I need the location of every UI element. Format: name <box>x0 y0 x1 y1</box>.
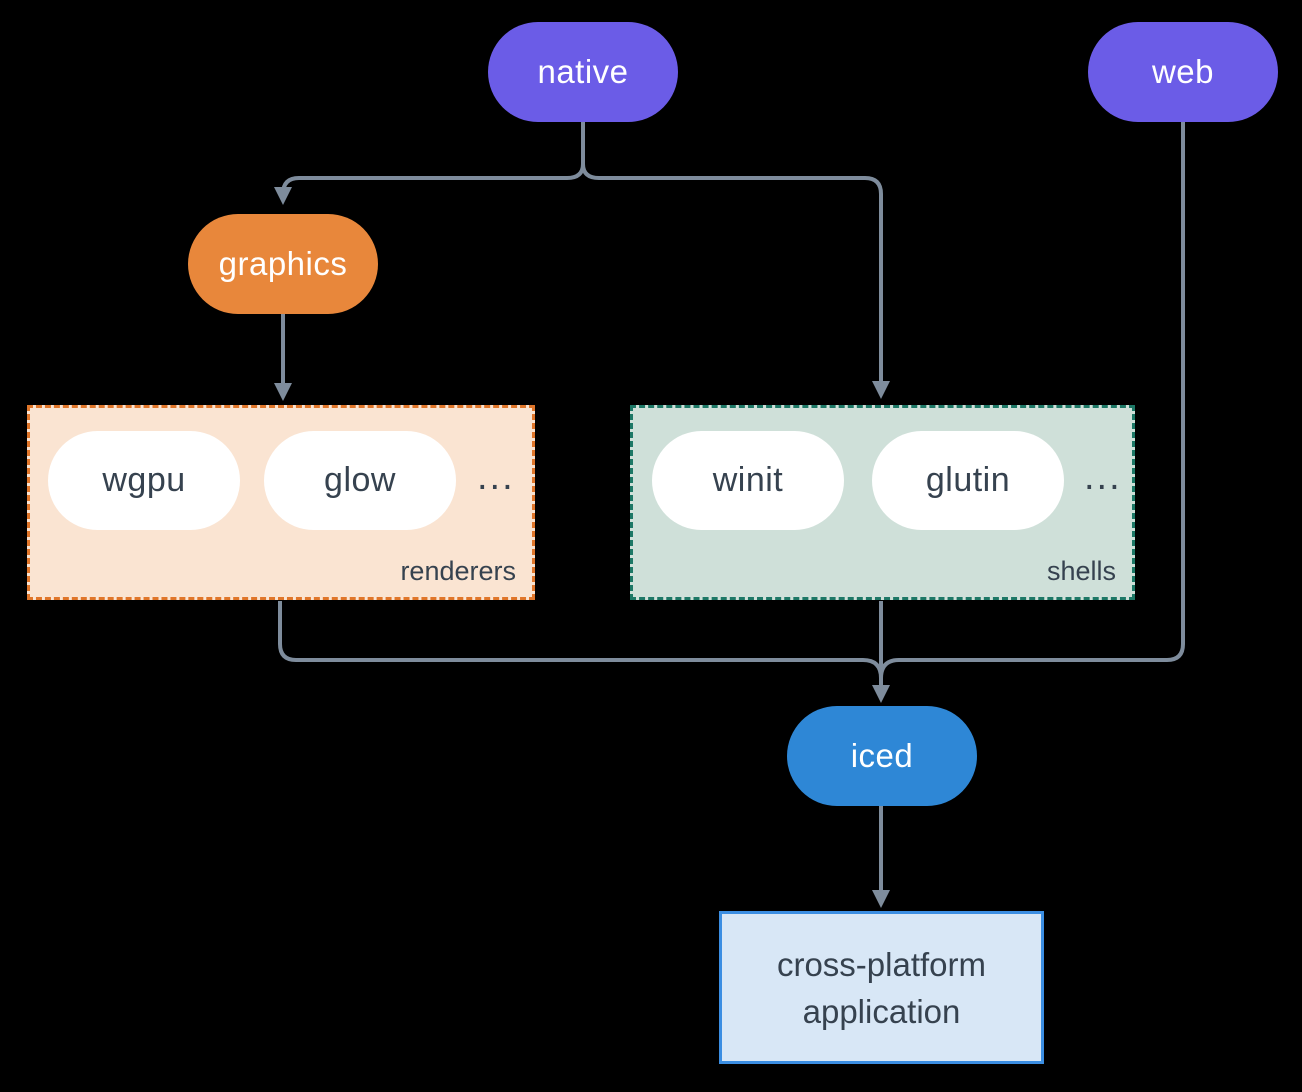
node-glow: glow <box>264 431 456 530</box>
node-winit: winit <box>652 431 844 530</box>
node-web: web <box>1088 22 1278 122</box>
node-glutin: glutin <box>872 431 1064 530</box>
edge-native-graphics <box>274 122 585 205</box>
node-wgpu: wgpu <box>48 431 240 530</box>
node-iced: iced <box>787 706 977 806</box>
edge-native-shells <box>581 122 890 399</box>
renderers-ellipsis: ... <box>477 456 515 498</box>
node-graphics: graphics <box>188 214 378 314</box>
edge-renderers-merge <box>278 601 883 679</box>
renderers-group-label: renderers <box>400 556 516 586</box>
node-native: native <box>488 22 678 122</box>
group-shells: winit glutin ... shells <box>630 405 1135 600</box>
application-label-line2: application <box>802 992 961 1030</box>
application-label-line1: cross-platform <box>776 945 987 983</box>
node-cross-platform-application: cross-platform application <box>719 911 1044 1064</box>
shells-group-label: shells <box>1046 556 1116 586</box>
group-renderers: wgpu glow ... renderers <box>27 405 535 600</box>
shells-ellipsis: ... <box>1084 456 1122 498</box>
edge-web-merge <box>879 122 1185 679</box>
